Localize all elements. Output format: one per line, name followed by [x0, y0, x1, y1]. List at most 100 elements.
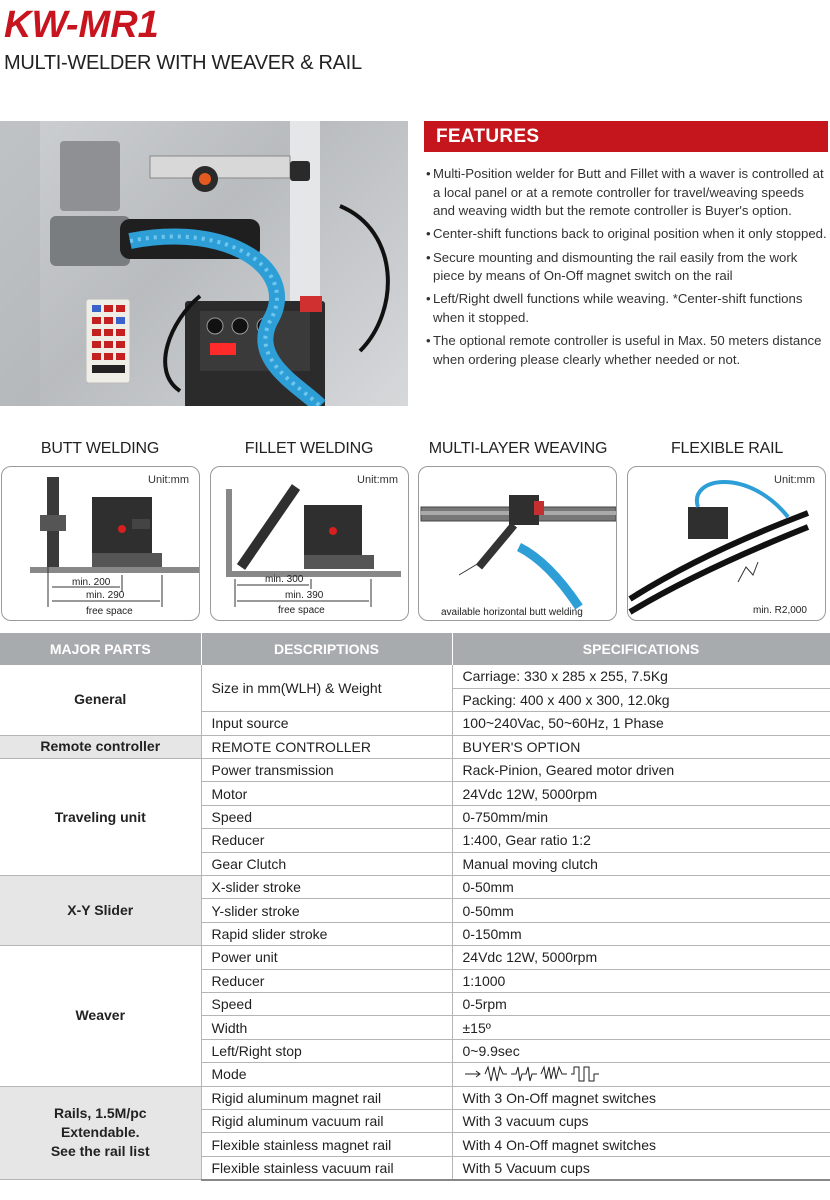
desc-cell: Flexible stainless magnet rail — [200, 1132, 452, 1157]
model-title: KW-MR1 — [4, 4, 159, 46]
weaving-caption: available horizontal butt welding — [441, 607, 583, 618]
flexible-rail-figure: Unit:mm min. R2,000 — [627, 466, 826, 621]
table-row: Speed 0-750mm/min — [0, 805, 830, 830]
feature-item: Center-shift functions back to original … — [426, 225, 828, 244]
spec-cell: With 4 On-Off magnet switches — [451, 1132, 830, 1157]
welder-illustration — [0, 121, 390, 406]
table-row: Remote controller REMOTE CONTROLLER BUYE… — [0, 735, 830, 760]
desc-cell: Rigid aluminum vacuum rail — [200, 1109, 452, 1134]
fillet-min-390: min. 390 — [285, 590, 324, 601]
desc-cell: Rigid aluminum magnet rail — [200, 1086, 452, 1110]
spec-cell: 1:1000 — [451, 969, 830, 993]
spec-cell: Carriage: 330 x 285 x 255, 7.5Kg — [451, 665, 830, 689]
spec-cell: 0-750mm/min — [451, 805, 830, 830]
desc-cell: Size in mm(WLH) & Weight — [200, 665, 452, 713]
spec-cell: 100~240Vac, 50~60Hz, 1 Phase — [451, 711, 830, 736]
spec-cell: 1:400, Gear ratio 1:2 — [451, 828, 830, 853]
table-row: Rapid slider stroke 0-150mm — [0, 922, 830, 947]
feature-item: The optional remote controller is useful… — [426, 332, 828, 369]
desc-cell: Input source — [200, 711, 452, 736]
table-row: Rigid aluminum vacuum rail With 3 vacuum… — [0, 1109, 830, 1134]
fillet-min-300: min. 300 — [265, 574, 304, 585]
desc-cell: Reducer — [200, 969, 452, 993]
table-row: Rails, 1.5M/pc Extendable. See the rail … — [0, 1086, 830, 1181]
spec-cell: Packing: 400 x 400 x 300, 12.0kg — [451, 688, 830, 713]
table-row: Flexible stainless vacuum rail With 5 Va… — [0, 1156, 830, 1181]
table-row: General Size in mm(WLH) & Weight Carriag… — [0, 665, 830, 736]
desc-cell: REMOTE CONTROLLER — [200, 735, 452, 760]
unit-label: Unit:mm — [148, 474, 189, 486]
feature-item: Secure mounting and dismounting the rail… — [426, 249, 828, 286]
table-row: Left/Right stop 0~9.9sec — [0, 1039, 830, 1064]
spec-cell: 0-50mm — [451, 898, 830, 923]
weave-patterns-icon — [464, 1065, 599, 1082]
table-row: Y-slider stroke 0-50mm — [0, 898, 830, 923]
multi-layer-weaving-title: MULTI-LAYER WEAVING — [428, 440, 608, 457]
table-row: Traveling unit Power transmission Rack-P… — [0, 758, 830, 877]
spec-cell: With 5 Vacuum cups — [451, 1156, 830, 1181]
table-row: Reducer 1:1000 — [0, 969, 830, 993]
table-row: Input source 100~240Vac, 50~60Hz, 1 Phas… — [0, 711, 830, 736]
col-header-major-parts: MAJOR PARTS — [0, 633, 202, 665]
flexible-rail-title: FLEXIBLE RAIL — [670, 440, 784, 457]
spec-cell: With 3 On-Off magnet switches — [451, 1086, 830, 1110]
group-label: Rails, 1.5M/pc Extendable. See the rail … — [0, 1086, 201, 1181]
group-label: Weaver — [0, 945, 201, 1087]
desc-cell: Power unit — [200, 945, 452, 970]
table-row: Flexible stainless magnet rail With 4 On… — [0, 1132, 830, 1157]
desc-cell: Y-slider stroke — [200, 898, 452, 923]
spec-cell: 24Vdc 12W, 5000rpm — [451, 781, 830, 806]
desc-cell: Left/Right stop — [200, 1039, 452, 1064]
multi-layer-weaving-figure: available horizontal butt welding — [418, 466, 617, 621]
features-list: Multi-Position welder for Butt and Fille… — [426, 165, 828, 374]
group-label: Remote controller — [0, 735, 201, 760]
feature-item: Multi-Position welder for Butt and Fille… — [426, 165, 828, 221]
table-row: Weaver Power unit 24Vdc 12W, 5000rpm — [0, 945, 830, 1087]
table-row: Gear Clutch Manual moving clutch — [0, 852, 830, 877]
desc-cell: Width — [200, 1015, 452, 1040]
butt-min-200: min. 200 — [72, 577, 111, 588]
fillet-welding-title: FILLET WELDING — [244, 440, 374, 457]
features-title: FEATURES — [436, 126, 540, 147]
table-row: Motor 24Vdc 12W, 5000rpm — [0, 781, 830, 806]
fillet-welding-figure: Unit:mm min. 300 min. 390 free space — [210, 466, 409, 621]
butt-min-290: min. 290 — [86, 590, 125, 601]
table-row: X-Y Slider X-slider stroke 0-50mm — [0, 875, 830, 947]
spec-cell: BUYER'S OPTION — [451, 735, 830, 760]
group-label: Traveling unit — [0, 758, 201, 877]
table-row: Mode — [0, 1062, 830, 1087]
spec-cell: With 3 vacuum cups — [451, 1109, 830, 1134]
desc-cell: Reducer — [200, 828, 452, 853]
butt-free-space: free space — [86, 606, 133, 617]
spec-cell: 0-150mm — [451, 922, 830, 947]
desc-cell: Mode — [200, 1062, 452, 1087]
desc-cell: Speed — [200, 805, 452, 830]
spec-cell: ±15º — [451, 1015, 830, 1040]
group-label: X-Y Slider — [0, 875, 201, 947]
spec-cell: 0-50mm — [451, 875, 830, 900]
unit-label: Unit:mm — [357, 474, 398, 486]
desc-cell: X-slider stroke — [200, 875, 452, 900]
table-row: Width ±15º — [0, 1015, 830, 1040]
col-header-specifications: SPECIFICATIONS — [452, 633, 830, 665]
spec-cell: 0~9.9sec — [451, 1039, 830, 1064]
feature-item: Left/Right dwell functions while weaving… — [426, 290, 828, 327]
desc-cell: Speed — [200, 992, 452, 1017]
spec-cell — [451, 1062, 830, 1087]
product-photo — [0, 121, 408, 406]
rail-min-radius: min. R2,000 — [753, 605, 807, 616]
specification-table: MAJOR PARTS DESCRIPTIONS SPECIFICATIONS … — [0, 633, 830, 1181]
col-header-descriptions: DESCRIPTIONS — [201, 633, 453, 665]
desc-cell: Gear Clutch — [200, 852, 452, 877]
spec-cell: Rack-Pinion, Geared motor driven — [451, 758, 830, 783]
product-subtitle: MULTI-WELDER WITH WEAVER & RAIL — [4, 52, 362, 74]
butt-welding-figure: Unit:mm min. 200 min. 290 free space — [1, 466, 200, 621]
unit-label: Unit:mm — [774, 474, 815, 486]
table-row: Reducer 1:400, Gear ratio 1:2 — [0, 828, 830, 853]
group-label: General — [0, 665, 201, 736]
desc-cell: Rapid slider stroke — [200, 922, 452, 947]
desc-cell: Flexible stainless vacuum rail — [200, 1156, 452, 1181]
table-row: Packing: 400 x 400 x 300, 12.0kg — [0, 688, 830, 713]
table-row: Speed 0-5rpm — [0, 992, 830, 1017]
fillet-free-space: free space — [278, 605, 325, 616]
